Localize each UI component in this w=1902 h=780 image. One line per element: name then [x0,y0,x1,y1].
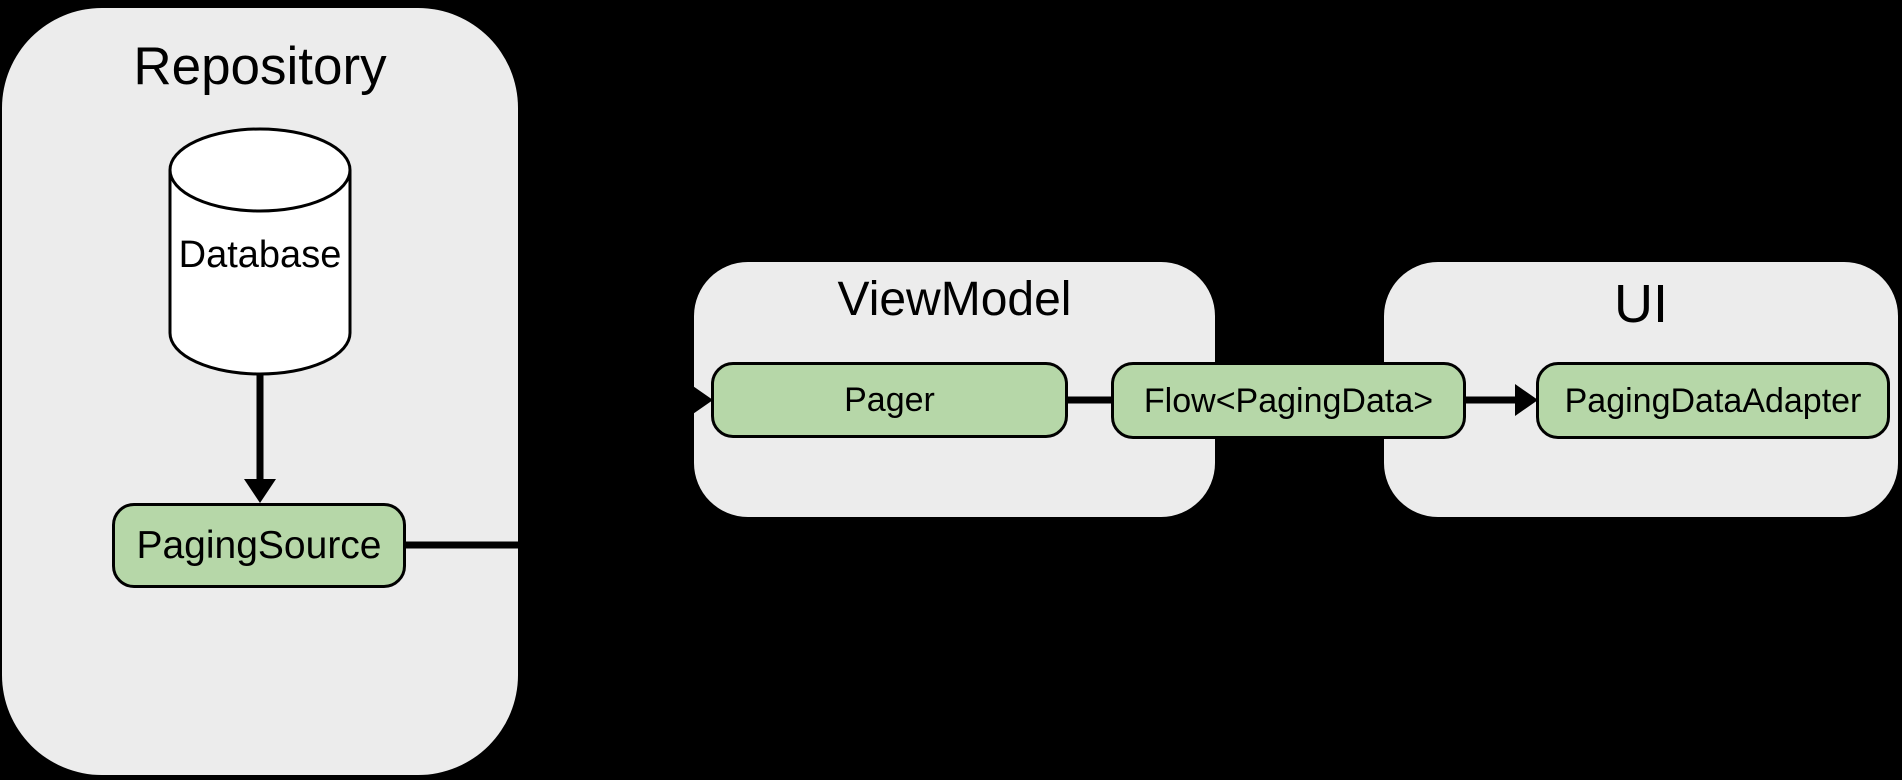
flow-pagingdata-label: Flow<PagingData> [1143,381,1434,420]
flow-pagingdata-node: Flow<PagingData> [1111,362,1466,439]
repository-panel-title: Repository [133,37,387,96]
cylinder-top [168,127,352,213]
paging-source-node: PagingSource [112,503,406,588]
repository-panel: Repository [2,8,518,775]
paging-data-adapter-label: PagingDataAdapter [1564,381,1862,420]
paging-data-adapter-node: PagingDataAdapter [1536,362,1890,439]
viewmodel-panel-title: ViewModel [837,273,1072,326]
database-cylinder-icon [168,127,352,376]
paging-source-label: PagingSource [136,524,382,567]
pager-node: Pager [711,362,1068,438]
database-label: Database [178,234,342,276]
pager-label: Pager [844,381,935,419]
ui-panel-title: UI [1614,274,1668,334]
